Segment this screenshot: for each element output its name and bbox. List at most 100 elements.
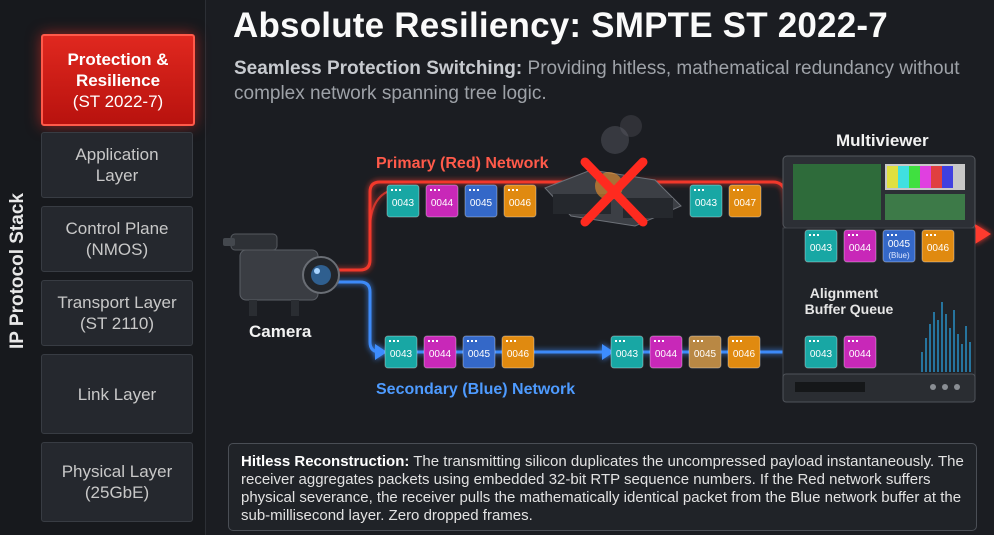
packet-label: 0043 (392, 198, 415, 209)
packet: 0043 (610, 335, 644, 369)
secondary-network-label: Secondary (Blue) Network (376, 381, 575, 398)
packet-dot (930, 234, 932, 236)
packet-dot (399, 189, 401, 191)
packet: 0044 (649, 335, 683, 369)
packet-label: 0043 (810, 349, 833, 360)
packet-box (610, 335, 644, 369)
packet-dot (391, 189, 393, 191)
packet-dot (817, 234, 819, 236)
packet-label: 0043 (616, 349, 639, 360)
layer-application[interactable]: Application Layer (41, 132, 193, 198)
packet-dot (887, 234, 889, 236)
packet-box (921, 229, 955, 263)
packet-box (843, 229, 877, 263)
packet-dot (852, 234, 854, 236)
packet: 0044 (425, 184, 459, 218)
layer-protection-resilience[interactable]: Protection & Resilience (ST 2022-7) (41, 34, 195, 126)
packet-box (384, 335, 418, 369)
packet-dot (737, 189, 739, 191)
visualizer-bar (929, 324, 931, 372)
packet-dot (926, 234, 928, 236)
packet-dot (662, 340, 664, 342)
packet-box (804, 335, 838, 369)
layer-link[interactable]: Link Layer (41, 354, 193, 434)
packet: 0044 (843, 335, 877, 369)
layer-control-plane[interactable]: Control Plane (NMOS) (41, 206, 193, 272)
packet-dot (856, 340, 858, 342)
packet-dot (732, 340, 734, 342)
packet-box (462, 335, 496, 369)
packet: 0044 (423, 335, 457, 369)
layer-physical[interactable]: Physical Layer (25GbE) (41, 442, 193, 522)
packet-dot (430, 189, 432, 191)
packet: 0046 (501, 335, 535, 369)
packet-dot (701, 340, 703, 342)
layer-label: Physical Layer (61, 462, 173, 481)
packet-dot (658, 340, 660, 342)
packet-box (688, 335, 722, 369)
packet-dot (477, 189, 479, 191)
packet-dot (514, 340, 516, 342)
packet-dot (693, 340, 695, 342)
visualizer-bar (965, 326, 967, 372)
visualizer-bar (925, 338, 927, 372)
visualizer-bar (941, 302, 943, 372)
packet-label: 0046 (927, 243, 950, 254)
note-title: Hitless Reconstruction: (241, 453, 410, 470)
packet-dot (702, 189, 704, 191)
packet-dot (813, 234, 815, 236)
packet-dot (741, 189, 743, 191)
packet-label: 0047 (734, 198, 757, 209)
layer-label: Resilience (75, 70, 161, 90)
layer-transport[interactable]: Transport Layer (ST 2110) (41, 280, 193, 346)
packet-dot (436, 340, 438, 342)
layer-label: Control Plane (65, 219, 169, 238)
packet-label: 0043 (695, 198, 718, 209)
packet-label: 0046 (507, 349, 530, 360)
packet-box (728, 184, 762, 218)
layer-label: Transport Layer (57, 293, 177, 312)
multiviewer-label: Multiviewer (836, 131, 929, 150)
packet-dot (428, 340, 430, 342)
packet-label: 0044 (429, 349, 452, 360)
redundancy-diagram: Primary (Red) Network Secondary (Blue) N… (223, 115, 991, 403)
packet: 0046 (503, 184, 537, 218)
packet-box (503, 184, 537, 218)
layer-label: (ST 2022-7) (72, 91, 164, 111)
packet-dot (895, 234, 897, 236)
packet-box (727, 335, 761, 369)
protocol-stack-sidebar: IP Protocol Stack Protection & Resilienc… (0, 0, 206, 535)
packet-label: 0045 (468, 349, 491, 360)
broken-switch (544, 115, 682, 227)
packet: 0046 (921, 229, 955, 263)
packet: 0043 (386, 184, 420, 218)
packet: 0043 (384, 335, 418, 369)
packet-dot (856, 234, 858, 236)
packet-box (804, 229, 838, 263)
packet: 0045 (462, 335, 496, 369)
packet-box (464, 184, 498, 218)
packet-dot (512, 189, 514, 191)
packet-dot (615, 340, 617, 342)
layer-label: Application (75, 145, 159, 164)
visualizer-bar (945, 314, 947, 372)
packet: 0047 (728, 184, 762, 218)
packet-dot (475, 340, 477, 342)
packet-dot (438, 189, 440, 191)
buffer-label-line1: Alignment (810, 285, 879, 301)
packet: 0045(Blue) (882, 229, 916, 263)
visualizer-bar (933, 312, 935, 372)
camera-icon (223, 233, 340, 316)
packet-box (843, 335, 877, 369)
packet: 0046 (727, 335, 761, 369)
packet-dot (817, 340, 819, 342)
layer-label: Layer (95, 166, 139, 185)
packet-dot (619, 340, 621, 342)
page-subtitle: Seamless Protection Switching: Providing… (234, 56, 974, 106)
hitless-reconstruction-note: Hitless Reconstruction: The transmitting… (228, 443, 977, 531)
packet-dot (397, 340, 399, 342)
packet-dot (809, 340, 811, 342)
packet-dot (848, 340, 850, 342)
packet-label: 0044 (849, 243, 872, 254)
packet-label: 0045 (694, 349, 717, 360)
